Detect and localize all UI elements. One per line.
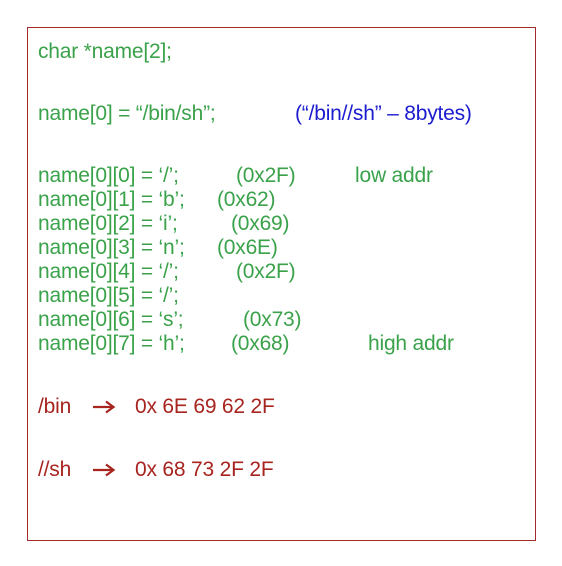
right-arrow-icon	[93, 463, 116, 477]
byte-row: name[0][3] = ‘n’; (0x6E)	[38, 236, 538, 308]
byte-code: name[0][1] = ‘b’;	[38, 188, 185, 211]
byte-hex: (0x2F)	[236, 260, 296, 283]
low-addr-label: low addr	[355, 164, 433, 187]
byte-code: name[0][5] = ‘/’;	[38, 284, 179, 307]
right-arrow-icon	[93, 400, 116, 414]
encoding-label: /bin	[38, 395, 72, 418]
byte-row: name[0][2] = ‘i’; (0x69)	[38, 212, 538, 284]
byte-row: name[0][4] = ‘/’; (0x2F)	[38, 260, 538, 332]
byte-row: name[0][6] = ‘s’; (0x73)	[38, 308, 538, 380]
byte-code: name[0][6] = ‘s’;	[38, 308, 184, 331]
byte-hex: (0x68)	[231, 332, 290, 355]
assignment-line: name[0] = “/bin/sh”; (“/bin//sh” – 8byte…	[38, 102, 538, 174]
encoding-value: 0x 6E 69 62 2F	[135, 395, 275, 418]
encoding-row: /bin 0x 6E 69 62 2F	[38, 395, 538, 491]
byte-hex: (0x2F)	[236, 164, 296, 187]
assignment-code: name[0] = “/bin/sh”;	[38, 102, 216, 125]
byte-code: name[0][7] = ‘h’;	[38, 332, 185, 355]
byte-row: name[0][7] = ‘h’; (0x68) high addr	[38, 332, 538, 428]
byte-hex: (0x62)	[217, 188, 276, 211]
byte-row: name[0][1] = ‘b’; (0x62)	[38, 188, 538, 260]
declaration-line: char *name[2];	[38, 40, 172, 63]
byte-row: name[0][0] = ‘/’; (0x2F) low addr	[38, 164, 538, 260]
byte-code: name[0][0] = ‘/’;	[38, 164, 179, 187]
high-addr-label: high addr	[368, 332, 454, 355]
code-frame	[27, 27, 536, 541]
byte-code: name[0][3] = ‘n’;	[38, 236, 185, 259]
encoding-value: 0x 68 73 2F 2F	[135, 458, 274, 481]
assignment-note: (“/bin//sh” – 8bytes)	[295, 102, 472, 125]
encoding-row: //sh 0x 68 73 2F 2F	[38, 458, 538, 554]
byte-code: name[0][2] = ‘i’;	[38, 212, 178, 235]
byte-hex: (0x6E)	[217, 236, 278, 259]
byte-hex: (0x73)	[243, 308, 302, 331]
byte-hex: (0x69)	[231, 212, 290, 235]
byte-code: name[0][4] = ‘/’;	[38, 260, 179, 283]
encoding-label: //sh	[38, 458, 72, 481]
byte-row: name[0][5] = ‘/’;	[38, 284, 538, 332]
